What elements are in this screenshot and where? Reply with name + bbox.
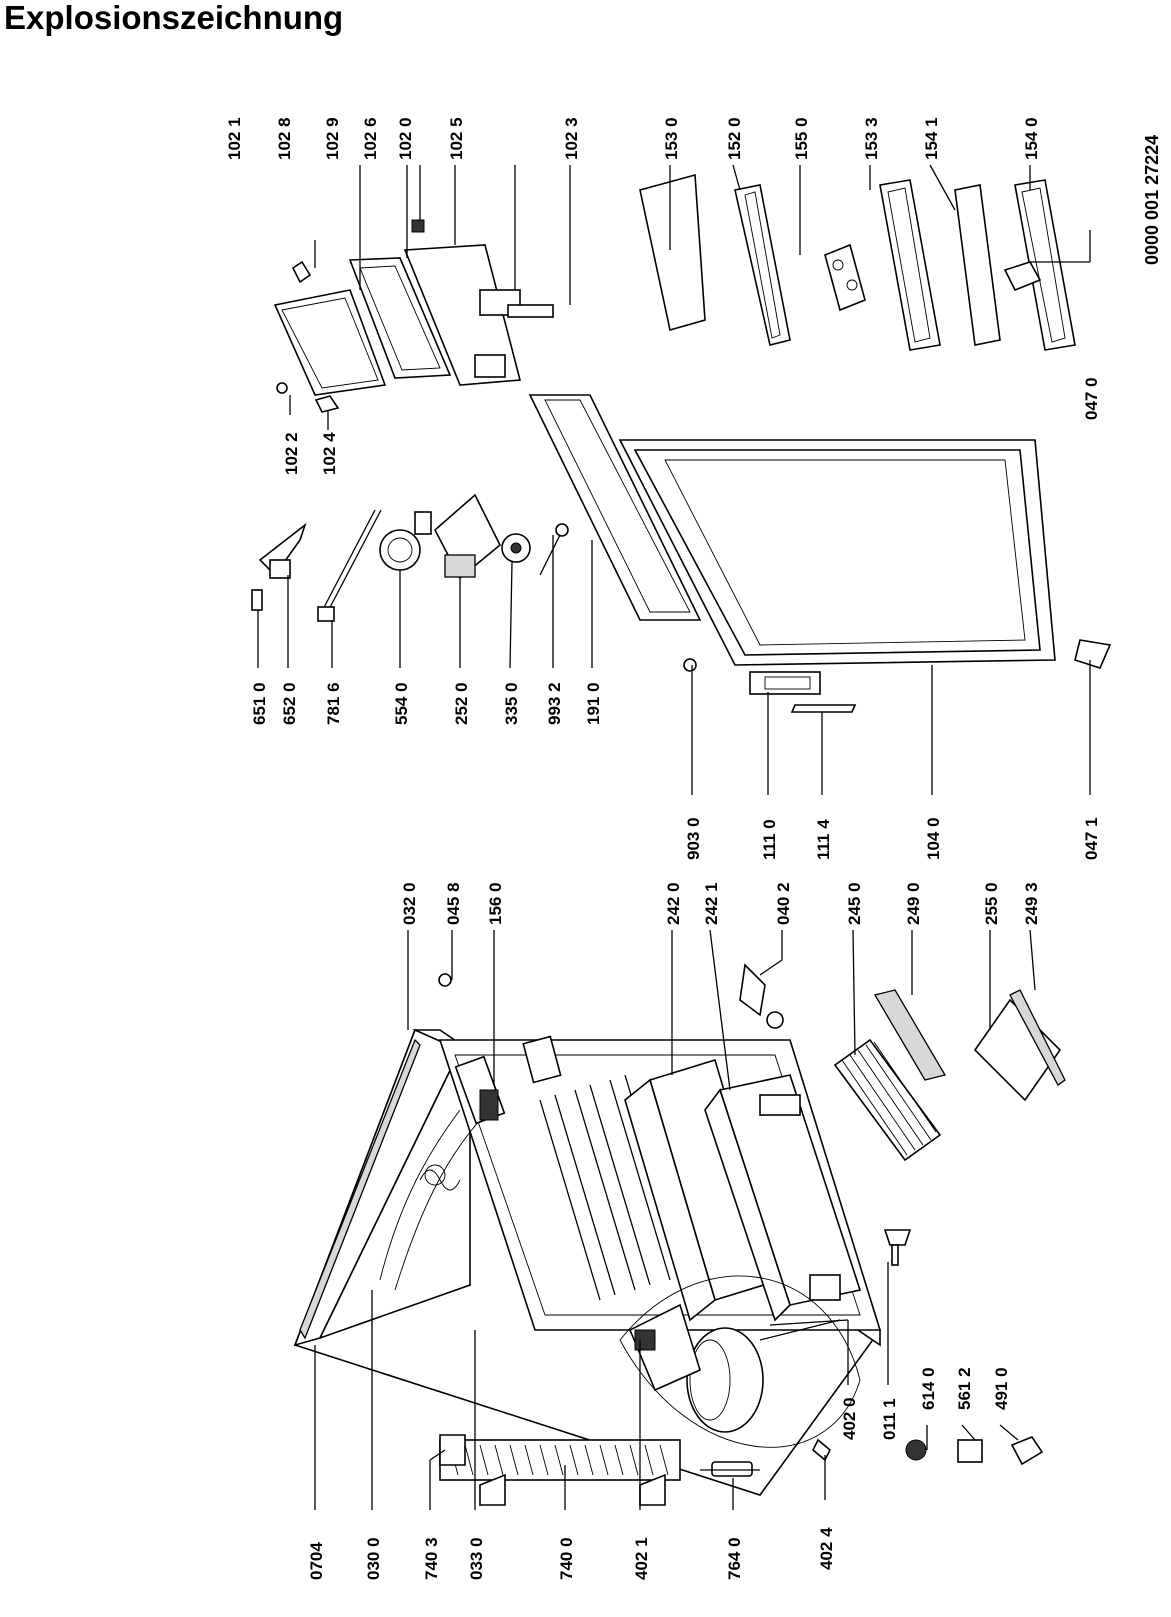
part-label-1550: 155 0: [792, 117, 811, 160]
part-label-1020: 102 0: [396, 117, 415, 160]
part-label-3350: 335 0: [502, 682, 521, 725]
part-label-1029: 102 9: [323, 117, 342, 160]
part-label-0458: 045 8: [444, 882, 463, 925]
part-label-4021: 402 1: [632, 1537, 651, 1580]
part-label-7400: 740 0: [557, 1537, 576, 1580]
part-label-1026: 102 6: [361, 117, 380, 160]
shelf-rack: [833, 989, 947, 1162]
part-label-0111: 011 1: [880, 1398, 899, 1440]
part-label-1540: 154 0: [1022, 117, 1041, 160]
drain-and-small-parts: [700, 1436, 1044, 1477]
part-label-2550: 255 0: [982, 882, 1001, 925]
refrigerator-cabinet: [293, 963, 1066, 1506]
door-balconies: [639, 173, 1112, 669]
part-label-1021: 102 1: [225, 117, 244, 160]
part-labels: 0704 030 0 740 3 033 0 740 0 402 1 764 0…: [225, 117, 1162, 1580]
leader-lines: [257, 164, 1091, 1510]
part-label-1024: 102 4: [320, 432, 339, 475]
part-label-0300: 030 0: [364, 1537, 383, 1580]
part-label-1560: 156 0: [486, 882, 505, 925]
part-label-6140: 614 0: [919, 1367, 938, 1410]
freezer-door-parts: [273, 219, 554, 413]
part-label-2420: 242 0: [664, 882, 683, 925]
part-label-1110: 111 0: [760, 819, 779, 860]
part-label-1028: 102 8: [275, 117, 294, 160]
crisper-drawers: [624, 1058, 862, 1322]
page-title: Explosionszeichnung: [4, 0, 344, 36]
door-controls: [251, 493, 569, 622]
part-label-1022: 102 2: [282, 432, 301, 475]
document-code: 0000 001 27224: [1142, 135, 1162, 265]
part-label-1530: 153 0: [662, 117, 681, 160]
condenser-coil: [439, 1434, 681, 1506]
part-label-7816: 781 6: [324, 682, 343, 725]
part-label-2493: 249 3: [1022, 882, 1041, 925]
part-label-2520: 252 0: [452, 682, 471, 725]
part-label-6510: 651 0: [250, 682, 269, 725]
part-label-1025: 102 5: [447, 117, 466, 160]
part-label-4910: 491 0: [992, 1367, 1011, 1410]
part-label-1533: 153 3: [862, 117, 881, 160]
part-label-0470: 047 0: [1082, 377, 1101, 420]
part-label-1114: 111 4: [814, 819, 833, 860]
glass-shelf: [973, 989, 1066, 1102]
part-label-4024: 402 4: [817, 1527, 836, 1570]
compressor-compartment: [619, 1275, 861, 1448]
part-label-2450: 245 0: [845, 882, 864, 925]
part-label-0704: 0704: [307, 1542, 326, 1580]
part-label-6520: 652 0: [280, 682, 299, 725]
part-label-5612: 561 2: [955, 1367, 974, 1410]
part-label-1023: 102 3: [562, 117, 581, 160]
hinge-and-foot: [438, 963, 912, 1266]
part-label-5540: 554 0: [392, 682, 411, 725]
part-label-1520: 152 0: [725, 117, 744, 160]
part-label-7403: 740 3: [422, 1537, 441, 1580]
part-label-4020: 402 0: [840, 1397, 859, 1440]
part-label-0402: 040 2: [774, 882, 793, 925]
part-label-1040: 104 0: [924, 817, 943, 860]
part-label-0330: 033 0: [467, 1537, 486, 1580]
part-label-0471: 047 1: [1082, 817, 1101, 860]
part-label-2421: 242 1: [702, 882, 721, 925]
part-label-9030: 903 0: [684, 817, 703, 860]
light-housing: [454, 1035, 562, 1125]
part-label-1910: 191 0: [584, 682, 603, 725]
refrigerator-door: [528, 394, 1056, 713]
part-label-2490: 249 0: [904, 882, 923, 925]
part-label-0320: 032 0: [400, 882, 419, 925]
part-label-9932: 993 2: [545, 682, 564, 725]
part-label-1541: 154 1: [922, 117, 941, 160]
part-label-7640: 764 0: [725, 1537, 744, 1580]
